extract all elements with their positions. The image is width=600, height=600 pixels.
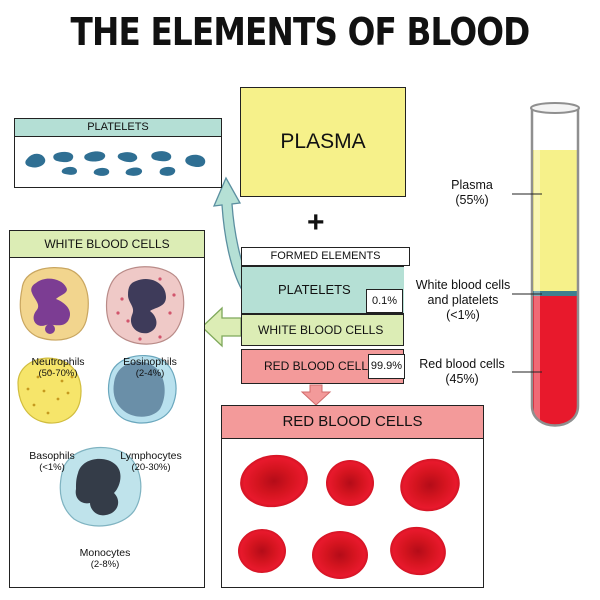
red-blood-cell (240, 454, 308, 508)
red-blood-cell (390, 526, 446, 576)
platelets-percent-badge: 0.1% (366, 289, 403, 313)
platelet (84, 151, 106, 162)
page-title: THE ELEMENTS OF BLOOD (70, 10, 531, 54)
platelets-box: PLATELETS (14, 118, 222, 188)
platelet (151, 151, 172, 162)
rbc-box: RED BLOOD CELLS (221, 405, 484, 588)
basophil-cell (17, 357, 82, 424)
red-blood-cell (326, 460, 374, 506)
formed-wbc-row: WHITE BLOOD CELLS (241, 314, 404, 346)
tube-buffy-label: White blood cells and platelets (<1%) (415, 278, 511, 322)
platelet (25, 153, 46, 168)
rbc-box-heading: RED BLOOD CELLS (222, 406, 483, 439)
plus-sign: + (307, 206, 325, 239)
wbc-box: WHITE BLOOD CELLS (9, 230, 205, 588)
rbc-illustrations (238, 454, 460, 579)
test-tube (530, 102, 580, 427)
rbc-percent-badge: 99.9% (368, 354, 405, 379)
eosinophil-cell (105, 266, 185, 345)
red-blood-cell (238, 529, 286, 573)
platelet (53, 151, 74, 163)
platelet (93, 167, 110, 176)
platelet-shapes (25, 151, 206, 176)
basophils-label: Basophils (<1%) (29, 450, 75, 473)
wbc-illustrations (17, 266, 185, 527)
red-blood-cell (400, 458, 460, 512)
plasma-box: PLASMA (240, 87, 406, 197)
wbc-box-heading: WHITE BLOOD CELLS (10, 231, 204, 258)
wbc-arrow (201, 306, 242, 348)
platelet (125, 167, 143, 176)
tube-rbc-label: Red blood cells (45%) (419, 357, 505, 386)
neutrophils-label: Neutrophils (50-70%) (31, 356, 85, 379)
tube-plasma-layer (532, 150, 578, 291)
tube-plasma-label: Plasma (55%) (451, 178, 493, 207)
monocytes-label: Monocytes (2-8%) (79, 547, 131, 570)
tube-buffy-layer (532, 291, 578, 296)
red-blood-cell (312, 531, 368, 579)
eosinophils-label: Eosinophils (2-4%) (123, 356, 177, 379)
platelet (61, 166, 77, 175)
monocyte-cell (59, 446, 142, 527)
lymphocytes-label: Lymphocytes (20-30%) (120, 450, 182, 473)
platelets-box-heading: PLATELETS (15, 119, 221, 137)
platelet (159, 166, 176, 176)
platelet (117, 152, 138, 163)
tube-rbc-layer (532, 296, 578, 426)
rbc-arrow (300, 384, 332, 406)
lymphocyte-cell (107, 355, 177, 424)
tube-rim (530, 102, 580, 114)
neutrophil-cell (19, 267, 89, 341)
platelet (185, 154, 206, 167)
formed-elements-heading: FORMED ELEMENTS (241, 247, 410, 266)
